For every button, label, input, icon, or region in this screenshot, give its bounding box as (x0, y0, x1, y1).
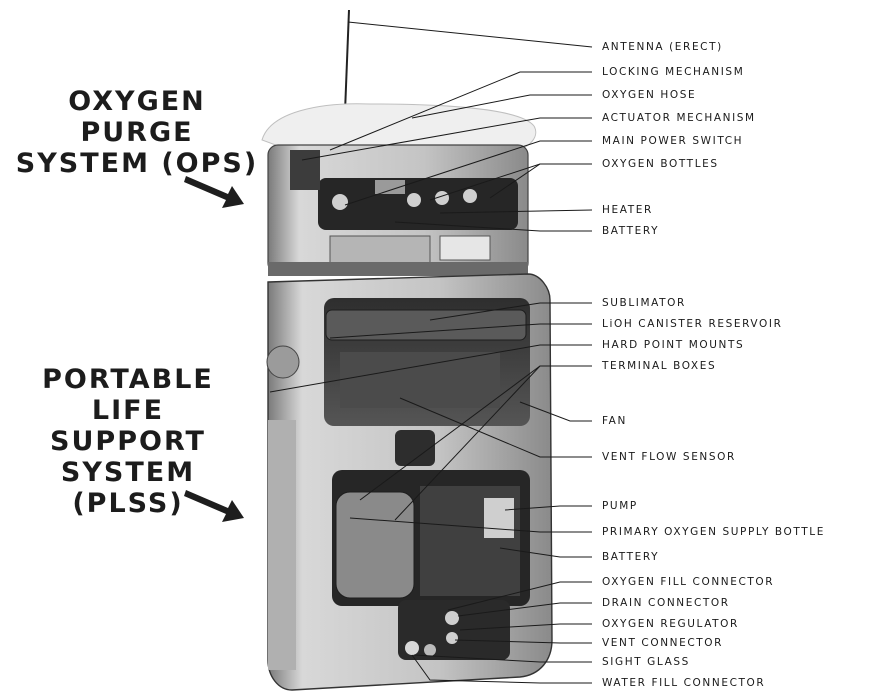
label-vent-connector: VENT CONNECTOR (602, 637, 724, 649)
plss-title-line-1: PORTABLE LIFE (42, 364, 214, 426)
drain-connector (445, 611, 459, 625)
label-sublimator: SUBLIMATOR (602, 297, 686, 309)
sight-glass (405, 641, 419, 655)
label-oxygen-fill-connector: OXYGEN FILL CONNECTOR (602, 576, 775, 588)
label-terminal-boxes: TERMINAL BOXES (602, 360, 717, 372)
label-heater: HEATER (602, 204, 653, 216)
ops-arrow-icon (184, 176, 244, 208)
label-oxygen-regulator: OXYGEN REGULATOR (602, 618, 739, 630)
plss-title-line-3: SYSTEM (60, 457, 196, 488)
plss-unit (266, 273, 553, 691)
hard-point-mount (266, 345, 300, 379)
leader-lines (269, 21, 593, 684)
antenna (344, 9, 350, 113)
label-oxygen-bottles: OXYGEN BOTTLES (602, 158, 719, 170)
oxygen-bottle (407, 193, 421, 207)
plss-arrow-icon (184, 490, 244, 522)
ops-unit (267, 144, 529, 276)
label-primary-oxygen-supply-bottle: PRIMARY OXYGEN SUPPLY BOTTLE (602, 526, 825, 538)
sublimator (325, 309, 527, 341)
label-pump: PUMP (602, 500, 638, 512)
oxygen-bottle (332, 194, 348, 210)
label-sight-glass: SIGHT GLASS (602, 656, 690, 668)
label-ops-battery: BATTERY (602, 225, 660, 237)
ops-title-line-1: OXYGEN PURGE (68, 86, 206, 148)
plss-title: PORTABLE LIFE SUPPORT SYSTEM (PLSS) (6, 364, 250, 519)
label-water-fill-connector: WATER FILL CONNECTOR (602, 677, 766, 689)
label-fan: FAN (602, 415, 627, 427)
label-hard-point-mounts: HARD POINT MOUNTS (602, 339, 745, 351)
label-lioh-canister: LiOH CANISTER RESERVOIR (602, 318, 783, 330)
label-oxygen-hose: OXYGEN HOSE (602, 89, 697, 101)
ops-title: OXYGEN PURGE SYSTEM (OPS) (6, 86, 268, 179)
label-vent-flow-sensor: VENT FLOW SENSOR (602, 451, 736, 463)
primary-oxygen-bottle (335, 491, 415, 599)
label-antenna: ANTENNA (ERECT) (602, 41, 723, 53)
label-actuator-mechanism: ACTUATOR MECHANISM (602, 112, 756, 124)
label-locking-mechanism: LOCKING MECHANISM (602, 66, 745, 78)
connector-panel (398, 600, 510, 660)
label-plss-battery: BATTERY (602, 551, 660, 563)
label-main-power-switch: MAIN POWER SWITCH (602, 135, 744, 147)
label-drain-connector: DRAIN CONNECTOR (602, 597, 730, 609)
oxygen-bottle (463, 189, 477, 203)
plss-title-line-4: (PLSS) (72, 488, 184, 519)
ops-title-line-2: SYSTEM (OPS) (15, 148, 259, 179)
water-fill-connector (424, 644, 436, 656)
plss-title-line-2: SUPPORT (50, 426, 206, 457)
vent-connector (446, 632, 458, 644)
